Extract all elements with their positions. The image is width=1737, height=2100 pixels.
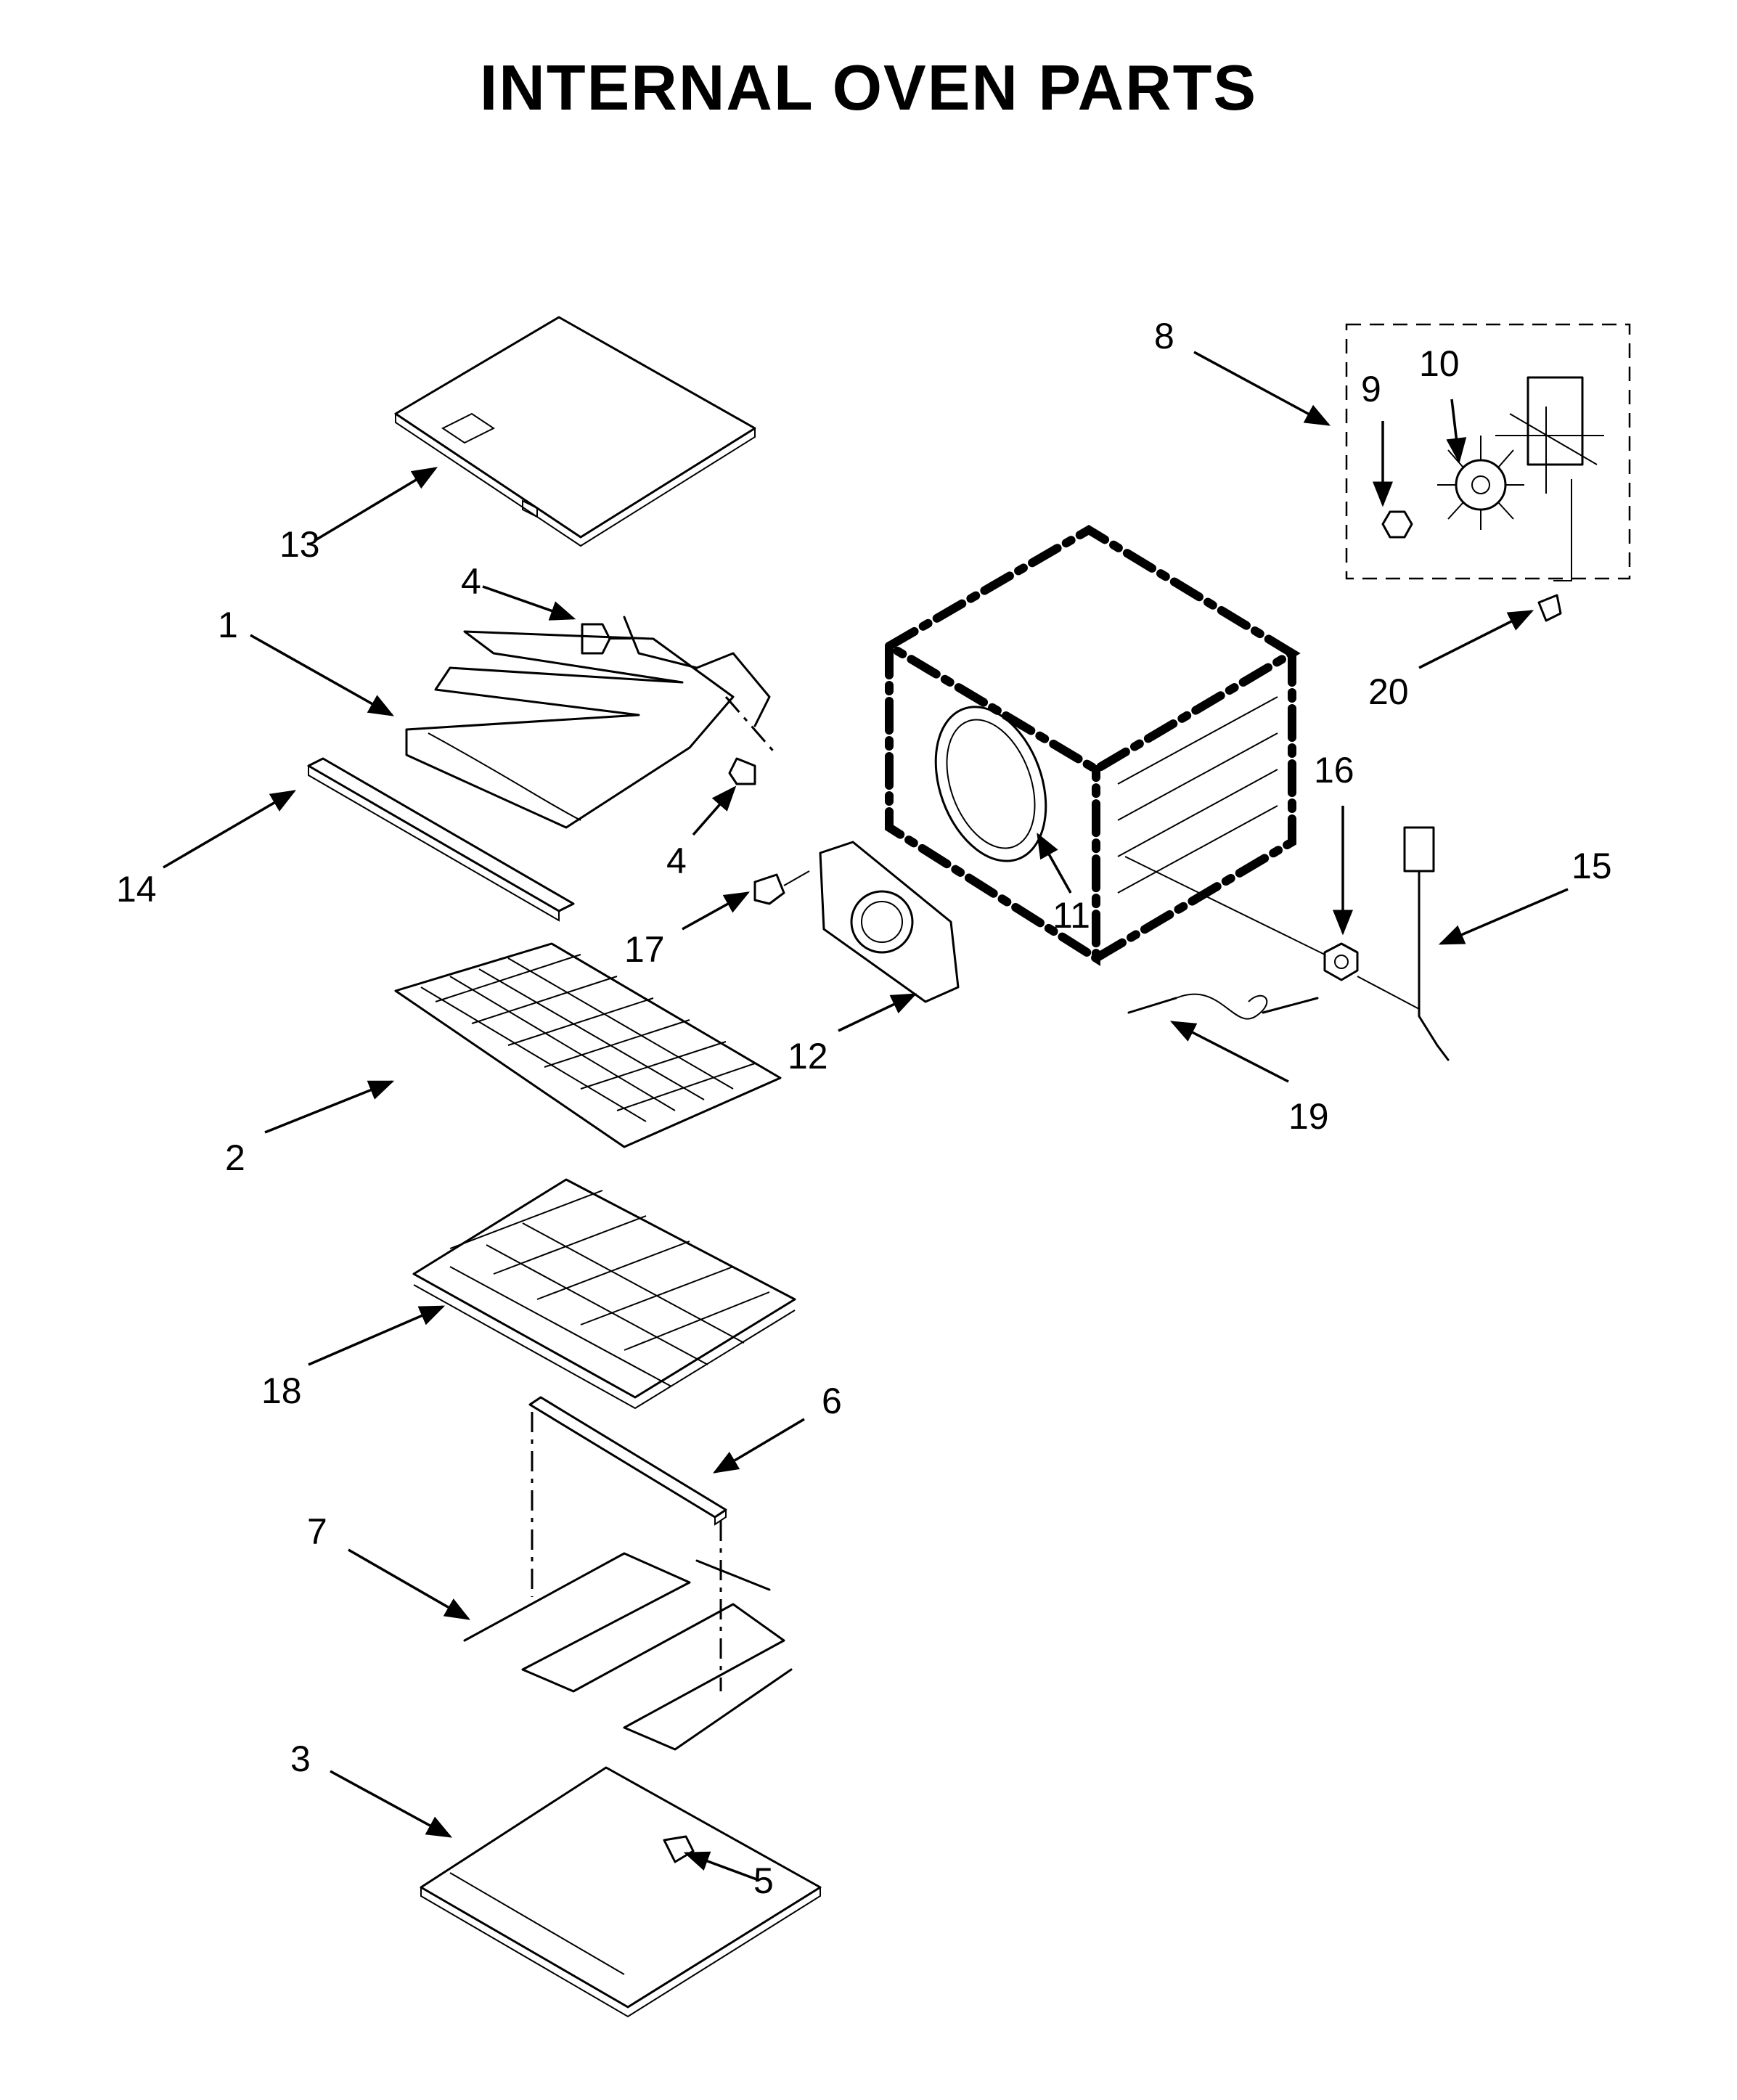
callout-label: 3 xyxy=(290,1739,311,1779)
callout-label: 16 xyxy=(1314,750,1354,790)
callout-label: 11 xyxy=(1053,895,1090,936)
callout-label: 20 xyxy=(1368,671,1409,712)
broil-element-part xyxy=(405,616,778,829)
motor-screw-part xyxy=(1537,594,1562,622)
fan-motor-assembly-part xyxy=(1345,323,1631,581)
oven-rack-part xyxy=(394,942,782,1148)
convection-fan-cover-part xyxy=(819,841,960,1003)
callout-label: 18 xyxy=(261,1370,302,1411)
callout-label: 15 xyxy=(1572,846,1612,886)
bake-bracket-part xyxy=(528,1396,727,1526)
callout-label: 17 xyxy=(624,929,665,970)
callout-label: 10 xyxy=(1419,343,1460,384)
screw-upper-part xyxy=(581,623,632,655)
callout-label: 1 xyxy=(218,605,238,645)
broil-bracket-part xyxy=(307,757,575,922)
callout-label: 14 xyxy=(116,869,157,910)
callout-label: 7 xyxy=(307,1511,327,1552)
bake-element-part xyxy=(463,1412,793,1751)
callout-label: 6 xyxy=(822,1381,842,1421)
callout-label: 19 xyxy=(1288,1096,1329,1137)
bottom-panel-part xyxy=(420,1766,822,2018)
roll-out-rack-part xyxy=(412,1178,796,1410)
callout-label: 9 xyxy=(1361,369,1381,409)
screw-lower-part xyxy=(728,757,756,785)
callout-label: 8 xyxy=(1154,316,1174,356)
callout-label: 4 xyxy=(461,561,481,602)
top-panel-part xyxy=(394,316,756,547)
page-title: INTERNAL OVEN PARTS xyxy=(479,52,1258,123)
nut-part xyxy=(1124,856,1359,981)
callout-label: 2 xyxy=(225,1137,245,1178)
callout-label: 4 xyxy=(666,841,687,881)
oven-cavity-part xyxy=(880,525,1301,966)
callout-label: 12 xyxy=(788,1036,828,1076)
callout-leaders xyxy=(163,351,1569,1882)
fan-cover-screw-part xyxy=(753,870,810,905)
callout-label: 5 xyxy=(753,1860,774,1901)
callout-label: 13 xyxy=(279,524,320,565)
screw-bottom-part xyxy=(663,1835,695,1863)
meat-probe-part xyxy=(1127,993,1319,1020)
temperature-sensor-part xyxy=(1357,826,1450,1061)
